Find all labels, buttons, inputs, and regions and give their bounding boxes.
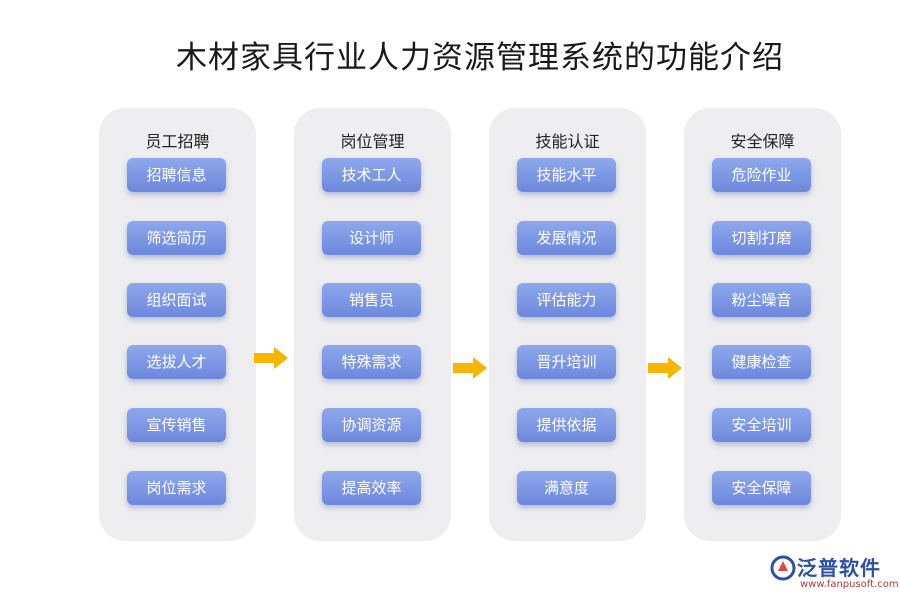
brand-logo: 泛普软件 www.fanpusoft.com [770,552,899,596]
item-box: 设计师 [322,221,421,255]
column-heading: 员工招聘 [145,132,210,151]
logo-name: 泛普软件 [797,556,881,580]
flow-arrow-icon [254,347,288,369]
flow-arrow-icon [648,357,682,379]
item-box: 满意度 [517,471,616,505]
diagram-title: 木材家具行业人力资源管理系统的功能介绍 [176,40,784,76]
item-box: 特殊需求 [322,345,421,379]
item-box: 技术工人 [322,158,421,192]
item-box: 安全保障 [712,471,811,505]
item-box: 危险作业 [712,158,811,192]
column-heading: 安全保障 [730,132,795,151]
item-box: 销售员 [322,283,421,317]
column-heading: 岗位管理 [340,132,405,151]
item-box: 健康检查 [712,345,811,379]
item-box: 选拔人才 [127,345,226,379]
item-box: 提供依据 [517,408,616,442]
column-skill-certification: 技能认证 技能水平 发展情况 评估能力 晋升培训 提供依据 满意度 [489,108,646,541]
column-heading: 技能认证 [535,132,600,151]
item-box: 招聘信息 [127,158,226,192]
watermark-text: 软件 [580,408,602,421]
flow-arrow-icon [453,357,487,379]
item-box: 技能水平 [517,158,616,192]
item-box: 协调资源 [322,408,421,442]
item-box: 宣传销售 [127,408,226,442]
column-safety: 安全保障 危险作业 切割打磨 粉尘噪音 健康检查 安全培训 安全保障 [684,108,841,541]
item-box: 切割打磨 [712,221,811,255]
logo-url: www.fanpusoft.com [800,579,899,590]
item-box: 提高效率 [322,471,421,505]
item-box: 筛选简历 [127,221,226,255]
column-position-management: 岗位管理 技术工人 设计师 销售员 特殊需求 协调资源 提高效率 [294,108,451,541]
logo-mark-icon [770,555,796,581]
item-box: 晋升培训 [517,345,616,379]
item-box: 发展情况 [517,221,616,255]
item-box: 安全培训 [712,408,811,442]
item-box: 评估能力 [517,283,616,317]
column-recruitment: 员工招聘 招聘信息 筛选简历 组织面试 选拔人才 宣传销售 岗位需求 [99,108,256,541]
item-box: 粉尘噪音 [712,283,811,317]
item-box: 岗位需求 [127,471,226,505]
item-box: 组织面试 [127,283,226,317]
